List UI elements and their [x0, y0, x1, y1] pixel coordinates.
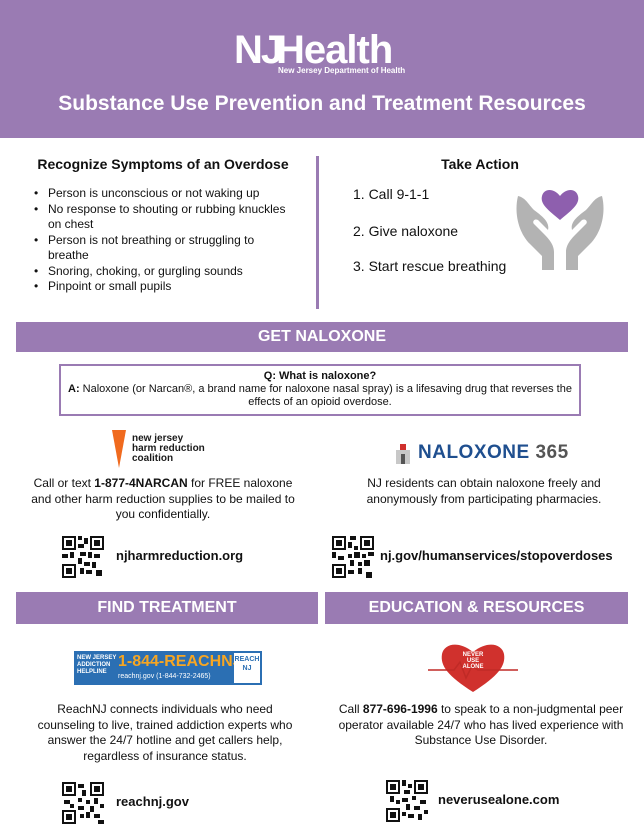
- logo-line: harm reduction: [132, 443, 205, 454]
- naloxone365-word: NALOXONE 365: [418, 442, 569, 464]
- naloxone-question: Q: What is naloxone?: [263, 370, 377, 382]
- naloxone-qa-box: Q: What is naloxone? A: Naloxone (or Nar…: [59, 364, 581, 416]
- logo-nj-text: NJ: [234, 28, 283, 72]
- naloxone365-logo: NALOXONE 365: [394, 440, 584, 468]
- logo-department-text: New Jersey Department of Health: [278, 66, 406, 75]
- neverusealone-link[interactable]: neverusealone.com: [438, 792, 560, 807]
- njhrc-phone: 1-877-4NARCAN: [94, 476, 188, 490]
- find-treatment-band: FIND TREATMENT: [16, 592, 318, 624]
- take-action-title: Take Action: [441, 156, 519, 172]
- list-item: Person is not breathing or struggling to…: [34, 233, 294, 264]
- stopoverdoses-link[interactable]: nj.gov/humanservices/stopoverdoses: [380, 548, 613, 563]
- education-resources-band: EDUCATION & RESOURCES: [325, 592, 628, 624]
- logo-line: coalition: [132, 453, 174, 464]
- logo-line: NEVER: [463, 652, 484, 658]
- get-naloxone-band: GET NALOXONE: [16, 322, 628, 352]
- header-banner: NJ Health New Jersey Department of Healt…: [0, 0, 644, 138]
- action-step: 3. Start rescue breathing: [353, 258, 507, 274]
- nj-health-logo: NJ Health New Jersey Department of Healt…: [234, 28, 414, 76]
- badge-line: REACH: [234, 656, 260, 663]
- reachnj-subtext: reachnj.gov (1-844-732-2465): [118, 673, 211, 680]
- page-title: Substance Use Prevention and Treatment R…: [58, 92, 586, 115]
- action-step: 1. Call 9-1-1: [353, 186, 430, 202]
- logo-word: NALOXONE: [418, 442, 530, 463]
- logo-line: HELPLINE: [77, 669, 107, 675]
- reachnj-helpline-text: NEW JERSEY ADDICTION HELPLINE: [77, 655, 116, 676]
- logo-line: USE: [467, 658, 479, 664]
- qr-code-icon: [62, 536, 104, 578]
- reachnj-number: 1-844-REACHNJ: [118, 653, 242, 670]
- pharmacy-building-icon: [396, 444, 410, 464]
- qr-code-icon: [332, 536, 374, 578]
- badge-line: NJ: [242, 665, 252, 672]
- hands-heart-icon: [516, 190, 604, 270]
- logo-line: ADDICTION: [77, 662, 111, 668]
- answer-label: A:: [68, 383, 80, 395]
- never-use-alone-logo: NEVER USE ALONE: [428, 644, 518, 692]
- reachnj-link[interactable]: reachnj.gov: [116, 794, 189, 809]
- reachnj-badge: REACH NJ: [234, 653, 260, 683]
- naloxone365-description: NJ residents can obtain naloxone freely …: [366, 476, 602, 506]
- qr-code-icon: [386, 780, 428, 822]
- list-item: Snoring, choking, or gurgling sounds: [34, 264, 294, 280]
- list-item: No response to shouting or rubbing knuck…: [34, 202, 294, 233]
- symptoms-list: Person is unconscious or not waking up N…: [34, 186, 294, 295]
- naloxone-answer: A: Naloxone (or Narcan®, a brand name fo…: [61, 383, 579, 409]
- list-item: Person is unconscious or not waking up: [34, 186, 294, 202]
- text-segment: to speak to a non-judgmental peer operat…: [338, 702, 624, 747]
- qr-code-icon: [62, 782, 104, 824]
- text-segment: for FREE naloxone and other harm reducti…: [31, 476, 295, 521]
- action-step: 2. Give naloxone: [353, 223, 459, 239]
- symptoms-title: Recognize Symptoms of an Overdose: [37, 156, 289, 172]
- never-use-alone-phone: 877-696-1996: [362, 702, 438, 716]
- logo-health-text: Health: [276, 28, 393, 72]
- logo-line: new jersey: [132, 433, 184, 444]
- list-item: Pinpoint or small pupils: [34, 279, 294, 295]
- njhrc-logo: new jersey harm reduction coalition: [112, 430, 222, 472]
- logo-number: 365: [535, 442, 569, 463]
- text-segment: Call: [338, 702, 363, 716]
- reachnj-description: ReachNJ connects individuals who need co…: [37, 702, 293, 763]
- answer-text: Naloxone (or Narcan®, a brand name for n…: [82, 383, 572, 408]
- logo-line: NEW JERSEY: [77, 655, 117, 661]
- logo-line: ALONE: [463, 664, 484, 670]
- never-use-alone-description: Call 877-696-1996 to speak to a non-judg…: [336, 702, 626, 749]
- njharmreduction-link[interactable]: njharmreduction.org: [116, 548, 244, 563]
- column-divider: [316, 156, 319, 309]
- njhrc-description: Call or text 1-877-4NARCAN for FREE nalo…: [22, 476, 304, 523]
- njhrc-mark-icon: [112, 430, 126, 468]
- text-segment: Call or text: [33, 476, 95, 490]
- njhrc-logo-text: new jersey harm reduction coalition: [132, 434, 205, 464]
- reachnj-logo: NEW JERSEY ADDICTION HELPLINE 1-844-REAC…: [74, 651, 262, 685]
